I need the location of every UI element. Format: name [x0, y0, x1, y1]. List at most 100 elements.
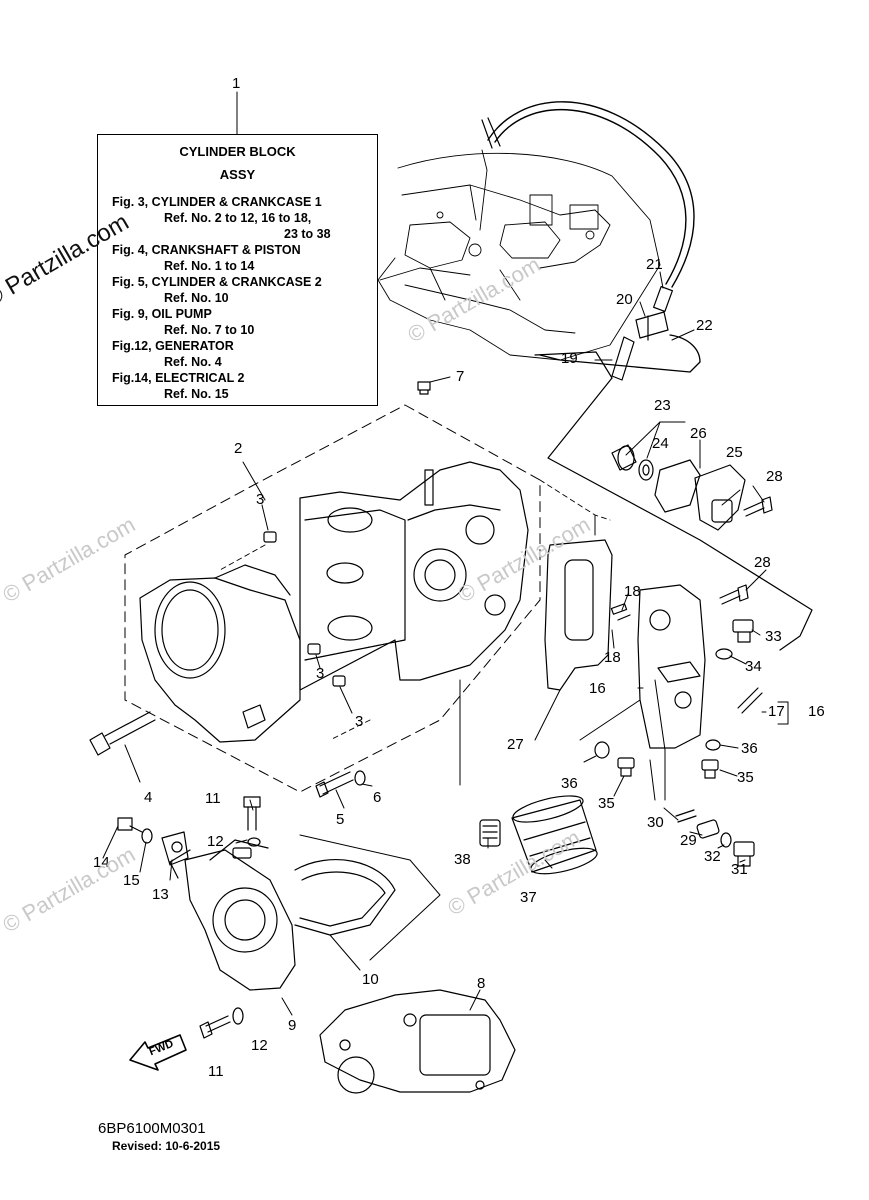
- callout-30: 30: [647, 814, 664, 831]
- callout-18: 18: [604, 649, 621, 666]
- callout-20: 20: [616, 291, 633, 308]
- callout-3: 3: [256, 491, 265, 508]
- callout-15: 15: [123, 872, 140, 889]
- bolt-17: [737, 687, 763, 714]
- callout-37: 37: [520, 889, 537, 906]
- plug-7: [417, 381, 431, 395]
- washer-12-bottom: [232, 1007, 244, 1025]
- callout-24: 24: [652, 435, 669, 452]
- callout-32: 32: [704, 848, 721, 865]
- callout-9: 9: [288, 1017, 297, 1034]
- callout-27: 27: [507, 736, 524, 753]
- fwd-arrow: [129, 1034, 187, 1071]
- exhaust-cover-16: [610, 584, 706, 749]
- gasket-10-inner: [299, 871, 386, 927]
- info-line: Fig. 5, CYLINDER & CRANKCASE 2: [112, 275, 322, 289]
- plug-35-right: [701, 759, 719, 779]
- info-line: Ref. No. 4: [164, 355, 222, 369]
- info-line: Fig. 9, OIL PUMP: [112, 307, 212, 321]
- callout-28: 28: [766, 468, 783, 485]
- plug-35-left: [617, 757, 635, 777]
- revised-date: Revised: 10-6-2015: [112, 1139, 221, 1153]
- info-line: Ref. No. 2 to 12, 16 to 18,: [164, 211, 312, 225]
- callout-3: 3: [355, 713, 364, 730]
- callout-33: 33: [765, 628, 782, 645]
- bolt-11-bottom: [199, 1015, 231, 1039]
- bracket-13: [161, 831, 189, 866]
- callout-35: 35: [737, 769, 754, 786]
- callout-16: 16: [808, 703, 825, 720]
- bolt-14: [117, 817, 143, 833]
- callout-36: 36: [741, 740, 758, 757]
- info-title-line2: ASSY: [219, 167, 256, 182]
- callout-2: 2: [234, 440, 243, 457]
- callout-34: 34: [745, 658, 762, 675]
- info-line: Ref. No. 1 to 14: [164, 259, 255, 273]
- oil-pump-cover: [169, 839, 296, 991]
- dashed-leaders: [219, 479, 611, 741]
- info-line: Fig. 3, CYLINDER & CRANKCASE 1: [112, 195, 322, 209]
- dowel-pins: [263, 531, 346, 687]
- plug-33: [732, 619, 754, 643]
- info-line: Fig. 4, CRANKSHAFT & PISTON: [112, 243, 301, 257]
- plug-31: [733, 841, 755, 867]
- bolt-5-washer-6: [315, 770, 366, 798]
- oil-filter-37: [511, 795, 598, 875]
- callout-7: 7: [456, 368, 465, 385]
- callout-10: 10: [362, 971, 379, 988]
- cylinder-block-assy-info-box: CYLINDER BLOCK ASSY Fig. 3, CYLINDER & C…: [97, 134, 378, 406]
- thermostat-parts: [611, 444, 773, 531]
- washer-15: [141, 828, 153, 844]
- info-line: Fig.12, GENERATOR: [112, 339, 234, 353]
- callout-22: 22: [696, 317, 713, 334]
- o-ring-32: [720, 832, 732, 848]
- callout-18: 18: [624, 583, 641, 600]
- callout-3: 3: [316, 665, 325, 682]
- callout-17: 17: [768, 703, 785, 720]
- o-ring-34: [715, 648, 733, 660]
- callout-16: 16: [589, 680, 606, 697]
- callout-29: 29: [680, 832, 697, 849]
- callout-31: 31: [731, 861, 748, 878]
- callout-8: 8: [477, 975, 486, 992]
- info-line: Ref. No. 10: [164, 291, 229, 305]
- callout-36: 36: [561, 775, 578, 792]
- bolt-11-top: [243, 796, 261, 831]
- gasket-10: [294, 859, 396, 936]
- info-line: Ref. No. 7 to 10: [164, 323, 255, 337]
- callout-21: 21: [646, 256, 663, 273]
- callout-4: 4: [144, 789, 153, 806]
- callout-14: 14: [93, 854, 110, 871]
- callout-1: 1: [232, 75, 241, 92]
- gasket-8: [319, 989, 516, 1094]
- bolt-4: [89, 711, 156, 756]
- callout-6: 6: [373, 789, 382, 806]
- diagram-code: 6BP6100M0301: [98, 1120, 206, 1137]
- callout-25: 25: [726, 444, 743, 461]
- union-38: [479, 819, 501, 847]
- sensor-30: [675, 809, 697, 823]
- washer-12-top: [247, 837, 261, 847]
- callout-12: 12: [207, 833, 224, 850]
- callout-28: 28: [754, 554, 771, 571]
- bolt-28: [719, 584, 749, 605]
- gasket-27: [544, 539, 613, 691]
- info-line: 23 to 38: [284, 227, 331, 241]
- info-line: Fig.14, ELECTRICAL 2: [112, 371, 245, 385]
- callout-38: 38: [454, 851, 471, 868]
- callout-13: 13: [152, 886, 169, 903]
- callout-19: 19: [561, 350, 578, 367]
- callout-5: 5: [336, 811, 345, 828]
- callout-26: 26: [690, 425, 707, 442]
- callout-12: 12: [251, 1037, 268, 1054]
- powerhead-outline: [377, 149, 661, 361]
- info-title-line1: CYLINDER BLOCK: [179, 144, 296, 159]
- info-line: Ref. No. 15: [164, 387, 229, 401]
- callout-leader-lines: [102, 91, 789, 1016]
- callout-23: 23: [654, 397, 671, 414]
- sleeve-29: [696, 819, 720, 839]
- callout-11: 11: [205, 790, 221, 807]
- cylinder-block: [139, 461, 529, 743]
